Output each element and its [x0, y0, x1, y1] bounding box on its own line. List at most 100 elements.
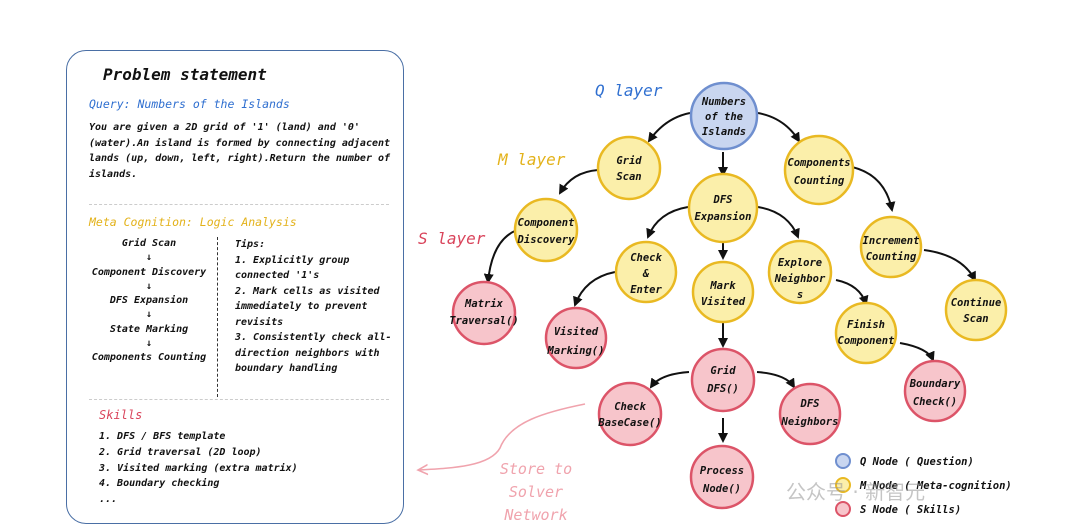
m-node-circle [944, 278, 1008, 342]
skills-heading: Skills [99, 408, 143, 422]
skill-item: 4. Boundary checking [99, 478, 220, 490]
m-node-circle [859, 215, 923, 279]
s-node-process-node: Process Node() [689, 444, 755, 510]
m-node-circle [834, 301, 898, 365]
node-label: Counting [794, 175, 845, 187]
m-node-finish-component: Finish Component [834, 301, 898, 365]
vertical-separator [217, 237, 218, 397]
edge [923, 249, 976, 282]
logic-flow: Grid Scan ↓ Component Discovery ↓ DFS Ex… [89, 237, 209, 366]
watermark: 公众号 · 新智元 [786, 480, 926, 504]
node-label: Enter [630, 284, 662, 296]
node-label: Mark [709, 280, 736, 292]
legend-entry: Q Node ( Question) [860, 456, 974, 468]
m-layer-label: M layer [497, 150, 566, 169]
skill-item: ... [99, 494, 118, 506]
node-label: Visited [554, 326, 599, 338]
s-node-grid-dfs: Grid DFS() [690, 347, 756, 413]
s-node-matrix-traversal: Matrix Traversal() [449, 280, 519, 346]
legend: Q Node ( Question) M Node ( Meta-cogniti… [835, 453, 1012, 517]
s-node-circle [451, 280, 517, 346]
q-node-circle [689, 81, 759, 151]
node-label: Check [630, 252, 662, 264]
divider [89, 399, 389, 400]
m-node-circle [687, 172, 759, 244]
node-label: Check [614, 401, 646, 413]
m-node-explore-neighbors: Explore Neighbor s [767, 239, 833, 305]
m-node-circle [596, 135, 662, 201]
divider [89, 204, 389, 205]
edge [899, 342, 935, 362]
store-arrow [419, 403, 586, 470]
m-node-dfs-expansion: DFS Expansion [687, 172, 759, 244]
m-node-check-enter: Check & Enter [614, 240, 678, 304]
edge [559, 169, 599, 195]
m-node-circle [614, 240, 678, 304]
skill-item: 1. DFS / BFS template [99, 431, 226, 442]
m-node-circle [513, 197, 579, 263]
flow-step: Component Discovery [91, 266, 207, 278]
node-label: Boundary [909, 378, 961, 390]
node-label: Neighbors [781, 416, 839, 428]
node-label: Node() [702, 483, 741, 495]
node-label: Finish [847, 319, 885, 331]
edges [483, 112, 976, 443]
node-label: DFS [713, 194, 733, 206]
node-label: Neighbor [774, 273, 826, 285]
node-label: DFS [800, 398, 820, 410]
m-node-circle [691, 260, 755, 324]
down-arrow-icon: ↓ [145, 309, 153, 321]
node-label: Visited [701, 296, 746, 308]
legend-entry: M Node ( Meta-cognition) [859, 480, 1012, 492]
s-node-check-basecase: Check BaseCase() [597, 381, 663, 447]
node-label: s [797, 289, 803, 301]
flow-step: Grid Scan [121, 238, 177, 249]
edge [647, 112, 691, 143]
problem-statement-panel: Problem statement Query: Numbers of the … [66, 50, 404, 524]
node-label: Component [838, 335, 895, 347]
edge [835, 279, 869, 306]
m-node-circle [767, 239, 833, 305]
down-arrow-icon: ↓ [145, 280, 153, 292]
s-node-circle [903, 359, 967, 423]
q-layer-label: Q layer [595, 81, 663, 100]
flow-step: Components Counting [91, 352, 207, 364]
node-label: Continue [951, 297, 1002, 309]
down-arrow-icon: ↓ [145, 338, 153, 350]
q-legend-swatch [835, 453, 851, 469]
problem-description: You are given a 2D grid of '1' (land) an… [89, 122, 391, 180]
down-arrow-icon: ↓ [145, 252, 153, 264]
legend-entry: S Node ( Skills) [860, 504, 961, 516]
tips-item: 1. Explicitly group connected '1's [235, 254, 350, 282]
edge [573, 271, 616, 307]
node-label: Components [787, 157, 850, 169]
s-node-circle [689, 444, 755, 510]
node-label: Check() [913, 396, 957, 408]
meta-cognition-heading: Meta Cognition: Logic Analysis [89, 215, 297, 229]
edge [646, 206, 689, 239]
s-node-circle [778, 382, 842, 446]
node-label: Matrix [464, 298, 504, 310]
tips-list: Tips: 1. Explicitly group connected '1's… [235, 237, 400, 377]
store-label-line: Solver [509, 483, 563, 501]
edge [483, 229, 518, 284]
store-label-line: Network [503, 506, 567, 524]
node-label: Expansion [695, 211, 752, 223]
tips-item: Tips: [235, 239, 266, 250]
edge [757, 206, 800, 239]
s-node-circle [544, 306, 608, 370]
store-label-line: Store to [500, 460, 572, 478]
query-heading: Query: Numbers of the Islands [89, 97, 290, 111]
s-layer-label: S layer [418, 229, 486, 248]
node-label: & [642, 268, 650, 280]
m-node-grid-scan: Grid Scan [596, 135, 662, 201]
node-label: Increment [863, 235, 920, 247]
node-label: Explore [778, 257, 822, 269]
node-label: of the [705, 111, 743, 123]
m-node-component-discovery: Component Discovery [513, 197, 579, 263]
s-node-boundary-check: Boundary Check() [903, 359, 967, 423]
node-label: Process [700, 465, 744, 477]
edge [756, 371, 796, 389]
s-node-visited-marking: Visited Marking() [544, 306, 608, 370]
